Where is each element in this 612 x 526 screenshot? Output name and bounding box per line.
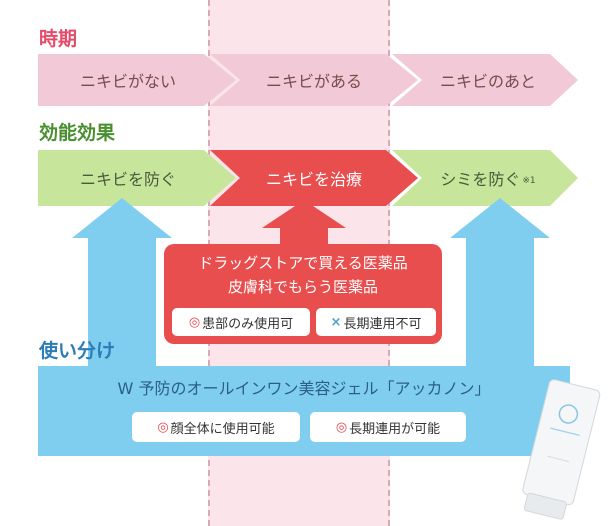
- period-label-none: ニキビがない: [79, 72, 176, 91]
- drugstore-line2: 皮膚科でもらう医薬品: [227, 277, 378, 296]
- product-tag-long-term-ok: ◎ 長期連用が可能: [310, 412, 466, 442]
- product-tag2-text: 長期連用が可能: [349, 421, 441, 437]
- period-chevron-present: [210, 54, 418, 106]
- effect-spots-note: ※1: [522, 176, 536, 186]
- drugstore-tag1-text: 患部のみ使用可: [202, 316, 294, 332]
- drugstore-tag-no-long-term: × 長期連用不可: [316, 308, 436, 336]
- double-circle-mark-icon: ◎: [157, 419, 169, 435]
- heading-effect: 効能効果: [39, 122, 116, 144]
- cross-mark-icon: ×: [330, 314, 342, 330]
- effect-label-spots: シミを防ぐ: [440, 170, 521, 189]
- period-label-after: ニキビのあと: [439, 72, 536, 91]
- right-up-arrow: [450, 198, 550, 380]
- product-tag-whole-face: ◎ 顔全体に使用可能: [132, 412, 300, 442]
- heading-period: 時期: [39, 28, 78, 50]
- effect-chevron-treat: [210, 150, 418, 206]
- left-up-arrow: [72, 198, 172, 380]
- effect-label-spots-wrap: シミを防ぐ ※1: [406, 150, 570, 206]
- effect-chevron-spots: [392, 150, 578, 206]
- period-label-present: ニキビがある: [265, 72, 362, 91]
- heading-usage: 使い分け: [39, 340, 116, 362]
- drugstore-tag2-text: 長期連用不可: [343, 316, 422, 332]
- drugstore-line1: ドラッグストアで買える医薬品: [198, 253, 408, 272]
- effect-label-prevent: ニキビを防ぐ: [79, 170, 176, 189]
- effect-label-treat: ニキビを治療: [265, 170, 362, 189]
- effect-chevron-prevent: [38, 150, 236, 206]
- product-tag1-text: 顔全体に使用可能: [170, 421, 275, 437]
- double-circle-mark-icon: ◎: [335, 419, 348, 435]
- center-up-arrow: [262, 200, 346, 250]
- product-tube-image: [522, 379, 601, 520]
- product-box-bg: [38, 366, 570, 456]
- drugstore-tag-affected-only: ◎ 患部のみ使用可: [172, 308, 310, 336]
- double-circle-mark-icon: ◎: [188, 314, 201, 330]
- period-chevron-after: [392, 54, 578, 106]
- product-title: W 予防のオールインワン美容ジェル「アッカノン」: [117, 379, 491, 398]
- period-chevron-none: [38, 54, 236, 106]
